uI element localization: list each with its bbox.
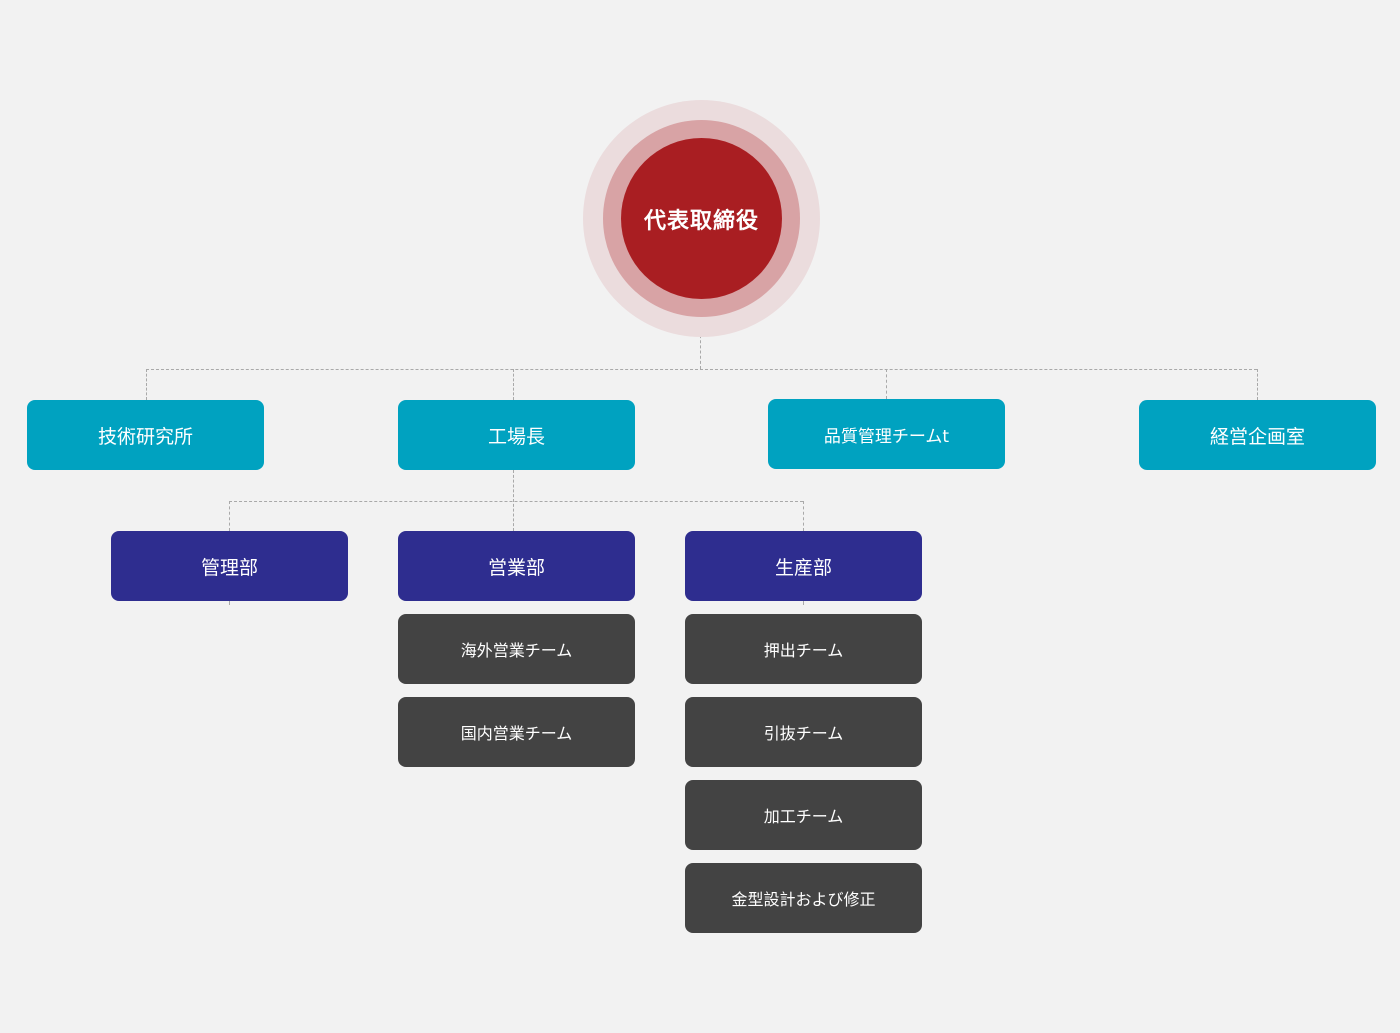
node-extrusion-team: 押出チーム bbox=[685, 614, 922, 684]
node-die-design-team: 金型設計および修正 bbox=[685, 863, 922, 933]
node-production-department: 生産部 bbox=[685, 531, 922, 601]
connector-level1-bus bbox=[146, 369, 1257, 370]
connector-to-quality-team bbox=[886, 369, 887, 399]
node-label: 管理部 bbox=[200, 556, 258, 579]
node-label: 金型設計および修正 bbox=[731, 890, 876, 909]
node-corporate-planning-office: 経営企画室 bbox=[1139, 400, 1376, 470]
connector-factory-down bbox=[513, 470, 514, 531]
connector-admin-tail bbox=[229, 601, 230, 605]
connector-production-tail bbox=[803, 601, 804, 605]
node-label: 海外営業チーム bbox=[460, 641, 573, 660]
node-admin-department: 管理部 bbox=[111, 531, 348, 601]
connector-to-tech-lab bbox=[146, 369, 147, 400]
node-label: 国内営業チーム bbox=[460, 724, 573, 743]
connector-to-planning-office bbox=[1257, 369, 1258, 400]
node-tech-research-lab: 技術研究所 bbox=[27, 400, 264, 470]
node-label: 生産部 bbox=[774, 556, 832, 579]
connector-to-production-dept bbox=[803, 501, 804, 531]
node-label: 営業部 bbox=[487, 556, 545, 579]
node-quality-control-team: 品質管理チームt bbox=[768, 399, 1005, 469]
node-machining-team: 加工チーム bbox=[685, 780, 922, 850]
node-drawing-team: 引抜チーム bbox=[685, 697, 922, 767]
node-label: 押出チーム bbox=[763, 641, 844, 660]
root-node-label: 代表取締役 bbox=[643, 208, 759, 234]
node-label: 経営企画室 bbox=[1209, 425, 1305, 448]
node-overseas-sales-team: 海外営業チーム bbox=[398, 614, 635, 684]
node-label: 工場長 bbox=[487, 425, 545, 448]
node-label: 技術研究所 bbox=[97, 425, 193, 448]
root-node-representative-director: 代表取締役 bbox=[621, 138, 782, 299]
node-label: 加工チーム bbox=[763, 807, 844, 826]
node-factory-manager: 工場長 bbox=[398, 400, 635, 470]
connector-department-bus bbox=[229, 501, 803, 502]
node-label: 引抜チーム bbox=[763, 724, 844, 743]
node-sales-department: 営業部 bbox=[398, 531, 635, 601]
connector-to-admin-dept bbox=[229, 501, 230, 531]
node-label: 品質管理チームt bbox=[823, 426, 950, 447]
node-domestic-sales-team: 国内営業チーム bbox=[398, 697, 635, 767]
connector-to-factory-manager bbox=[513, 369, 514, 400]
